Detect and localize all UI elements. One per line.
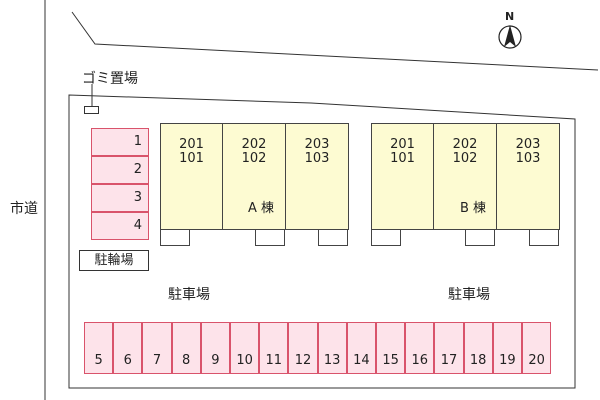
parking-label-left: 駐車場 [168, 287, 210, 303]
balcony [160, 229, 190, 246]
parking-slot: 16 [405, 322, 435, 374]
balcony [318, 229, 348, 246]
parking-slot: 9 [200, 322, 230, 374]
building-b-label: B 棟 [458, 197, 489, 216]
unit-number-lower: 103 [515, 151, 541, 166]
garbage-area [84, 106, 99, 114]
parking-slot: 11 [259, 322, 289, 374]
balcony [371, 229, 401, 246]
parking-label-right: 駐車場 [448, 287, 490, 303]
balcony [465, 229, 495, 246]
parking-slot: 10 [230, 322, 260, 374]
unit-number-lower: 101 [179, 151, 204, 166]
parking-slot: 20 [522, 322, 552, 374]
unit-number-lower: 101 [390, 151, 415, 166]
unit-number-upper: 203 [304, 137, 330, 152]
unit-number-upper: 202 [452, 137, 478, 152]
parking-slot: 18 [463, 322, 493, 374]
parking-slot: 19 [492, 322, 522, 374]
north-arrow-icon [498, 25, 522, 49]
balcony [529, 229, 559, 246]
city-road-label: 市道 [10, 201, 38, 217]
bike-slot: 3 [91, 184, 149, 212]
parking-slot: 14 [346, 322, 376, 374]
garbage-label: ゴミ置場 [82, 71, 138, 87]
bike-slot: 4 [91, 212, 149, 240]
unit-number-upper: 201 [390, 137, 415, 152]
road-edge-top [71, 11, 599, 71]
unit-number-lower: 103 [304, 151, 330, 166]
building-a-label: A 棟 [246, 197, 277, 216]
balcony [255, 229, 285, 246]
parking-slot: 17 [434, 322, 464, 374]
unit-number-upper: 202 [241, 137, 267, 152]
parking-slot: 5 [84, 322, 114, 374]
unit-number-upper: 201 [179, 137, 204, 152]
north-label: N [505, 10, 515, 23]
unit-number-lower: 102 [452, 151, 478, 166]
parking-slot: 7 [142, 322, 172, 374]
bike-parking-label: 駐輪場 [79, 250, 149, 271]
unit-number-upper: 203 [515, 137, 541, 152]
bike-slot: 1 [91, 128, 149, 156]
parking-slot: 15 [376, 322, 406, 374]
bike-slot: 2 [91, 156, 149, 184]
parking-slot: 6 [113, 322, 143, 374]
unit-number-lower: 102 [241, 151, 267, 166]
parking-slot: 13 [317, 322, 347, 374]
parking-slot: 12 [288, 322, 318, 374]
parking-slot: 8 [171, 322, 201, 374]
